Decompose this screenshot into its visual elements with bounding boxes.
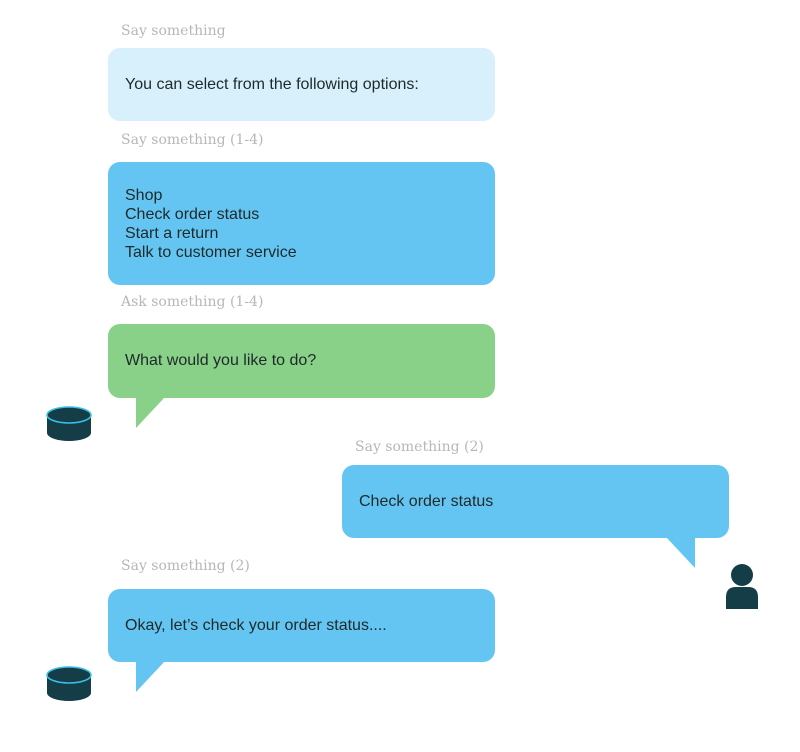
option-list: Shop Check order status Start a return T… xyxy=(125,186,297,262)
message-bubble: You can select from the following option… xyxy=(108,48,495,121)
option-item: Talk to customer service xyxy=(125,244,297,261)
smart-speaker-icon xyxy=(46,666,92,701)
message-caption: Say something xyxy=(121,23,226,39)
bubble-tail xyxy=(136,397,165,428)
options-bubble: Shop Check order status Start a return T… xyxy=(108,162,495,285)
message-bubble: Okay, let’s check your order status.... xyxy=(108,589,495,662)
message-text: Okay, let’s check your order status.... xyxy=(125,617,387,634)
user-icon xyxy=(726,564,758,609)
message-caption: Say something (2) xyxy=(121,558,250,574)
option-item: Shop xyxy=(125,187,163,204)
bubble-tail xyxy=(136,661,165,692)
ask-bubble: What would you like to do? xyxy=(108,324,495,398)
option-item: Check order status xyxy=(125,206,260,223)
message-text: You can select from the following option… xyxy=(125,76,419,93)
message-caption: Ask something (1-4) xyxy=(121,294,264,310)
message-caption: Say something (2) xyxy=(355,439,484,455)
message-caption: Say something (1-4) xyxy=(121,132,264,148)
bubble-tail xyxy=(666,537,695,568)
message-text: What would you like to do? xyxy=(125,352,317,369)
message-text: Check order status xyxy=(359,493,494,510)
smart-speaker-icon xyxy=(46,406,92,441)
user-bubble: Check order status xyxy=(342,465,729,538)
option-item: Start a return xyxy=(125,225,219,242)
